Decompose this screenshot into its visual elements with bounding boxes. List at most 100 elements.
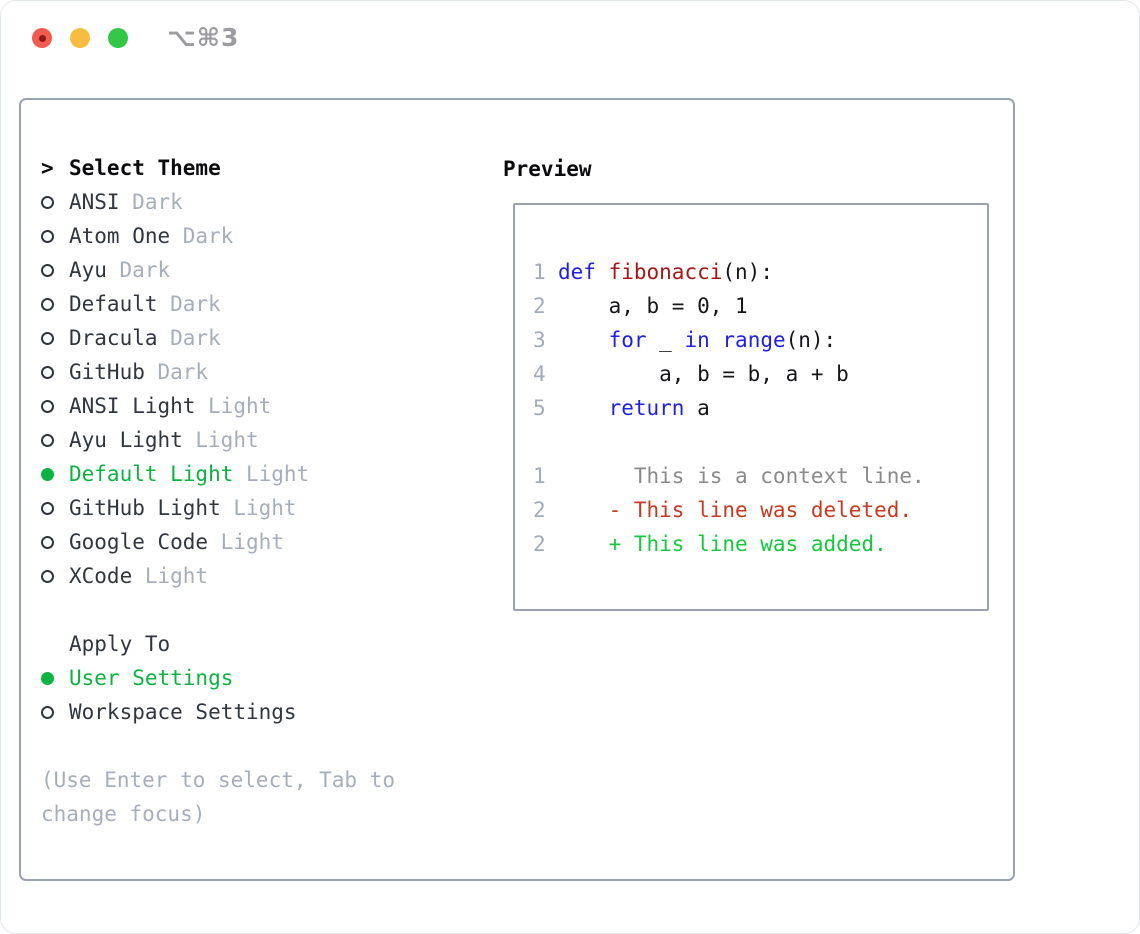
line-number: 2 — [533, 498, 546, 522]
window-shortcut-label: ⌥⌘3 — [167, 23, 240, 52]
radio-icon — [41, 195, 69, 209]
code-token: range — [722, 328, 786, 352]
theme-variant: Dark — [119, 258, 171, 282]
line-number: 2 — [533, 532, 546, 556]
radio-icon — [41, 229, 69, 243]
code-token — [558, 328, 609, 352]
minimize-button[interactable] — [70, 28, 90, 48]
line-number: 2 — [533, 294, 546, 318]
theme-name: GitHub Light — [69, 496, 221, 520]
radio-icon — [41, 365, 54, 379]
theme-variant: Dark — [170, 292, 221, 316]
code-line: 2 - This line was deleted. — [533, 493, 987, 527]
theme-name: XCode — [69, 564, 133, 588]
code-token: a, b = 0, 1 — [558, 294, 748, 318]
code-token — [596, 260, 609, 284]
code-token: _ — [646, 328, 685, 352]
radio-icon — [41, 297, 69, 311]
theme-name: Default Light — [69, 462, 234, 486]
radio-icon — [41, 297, 54, 311]
theme-name: Default — [69, 292, 158, 316]
code-line: 4 a, b = b, a + b — [533, 357, 987, 391]
radio-icon — [41, 399, 54, 413]
apply-option-user-settings[interactable]: User Settings — [41, 661, 471, 695]
apply-option-workspace-settings[interactable]: Workspace Settings — [41, 695, 471, 729]
radio-icon — [41, 229, 54, 243]
unsaved-dot-icon — [38, 34, 46, 42]
apply-option-label: Workspace Settings — [69, 700, 297, 724]
theme-item-xcode[interactable]: XCode Light — [41, 559, 471, 593]
theme-item-google-code[interactable]: Google Code Light — [41, 525, 471, 559]
code-token: - This line was deleted. — [558, 498, 913, 522]
apply-to-title: Apply To — [69, 632, 171, 656]
theme-variant: Light — [195, 428, 259, 452]
code-line: 5 return a — [533, 391, 987, 425]
code-token — [558, 396, 609, 420]
line-number: 5 — [533, 396, 546, 420]
code-line: 2 a, b = 0, 1 — [533, 289, 987, 323]
code-token: return — [608, 396, 685, 420]
line-number: 1 — [533, 260, 546, 284]
select-theme-title: Select Theme — [69, 156, 221, 180]
code-token: for — [608, 328, 647, 352]
maximize-button[interactable] — [108, 28, 128, 48]
radio-icon — [41, 705, 69, 719]
theme-variant: Dark — [132, 190, 183, 214]
radio-selected-icon — [41, 671, 54, 685]
theme-name: Ayu — [69, 258, 107, 282]
radio-selected-icon — [41, 467, 69, 481]
preview-title: Preview — [503, 157, 592, 181]
theme-item-default[interactable]: Default Dark — [41, 287, 471, 321]
line-number: 3 — [533, 328, 546, 352]
radio-icon — [41, 433, 69, 447]
spacer — [41, 729, 471, 763]
radio-selected-icon — [41, 467, 54, 481]
radio-icon — [41, 263, 54, 277]
theme-name: Dracula — [69, 326, 158, 350]
radio-icon — [41, 501, 54, 515]
help-text: (Use Enter to select, Tab to change focu… — [41, 768, 396, 826]
select-theme-header: > Select Theme — [41, 151, 471, 185]
theme-item-ayu-light[interactable]: Ayu Light Light — [41, 423, 471, 457]
code-line: 1 This is a context line. — [533, 459, 987, 493]
code-token: (n): — [722, 260, 773, 284]
radio-icon — [41, 399, 69, 413]
close-button[interactable] — [32, 28, 52, 48]
theme-variant: Light — [220, 530, 284, 554]
theme-name: Google Code — [69, 530, 209, 554]
radio-icon — [41, 569, 69, 583]
line-number: 1 — [533, 464, 546, 488]
radio-icon — [41, 263, 69, 277]
theme-name: GitHub — [69, 360, 145, 384]
code-line: 2 + This line was added. — [533, 527, 987, 561]
radio-selected-icon — [41, 671, 69, 685]
titlebar: ⌥⌘3 — [1, 1, 1139, 76]
code-token: fibonacci — [608, 260, 723, 284]
radio-icon — [41, 535, 54, 549]
radio-icon — [41, 331, 69, 345]
radio-icon — [41, 331, 54, 345]
theme-variant: Light — [144, 564, 209, 588]
radio-icon — [41, 569, 54, 583]
theme-item-ayu[interactable]: Ayu Dark — [41, 253, 471, 287]
code-token: in — [684, 328, 710, 352]
radio-icon — [41, 433, 54, 447]
radio-icon — [41, 195, 54, 209]
theme-variant: Dark — [170, 326, 221, 350]
apply-option-label: User Settings — [69, 666, 234, 690]
theme-item-dracula[interactable]: Dracula Dark — [41, 321, 471, 355]
theme-name: ANSI Light — [69, 394, 196, 418]
radio-icon — [41, 501, 69, 515]
theme-name: Ayu Light — [69, 428, 183, 452]
